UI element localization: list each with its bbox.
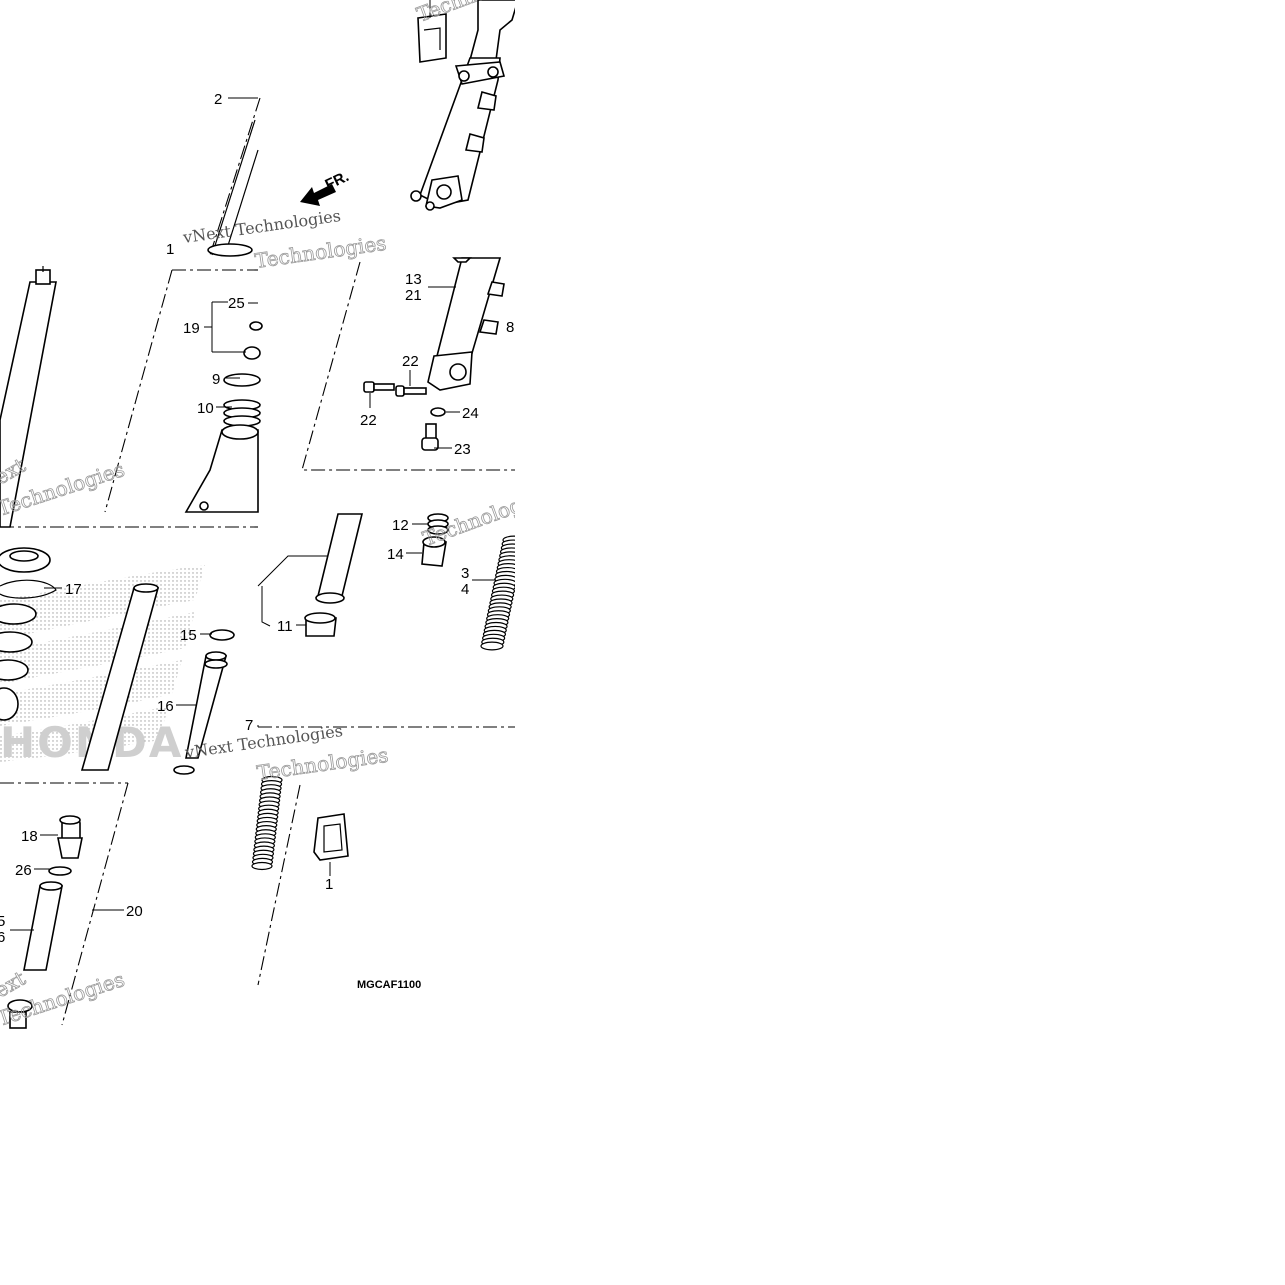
seal-stack-upper <box>184 321 263 513</box>
callout-22a: 22 <box>402 353 419 370</box>
callout-1: 1 <box>166 241 174 258</box>
callout-9: 9 <box>212 371 220 388</box>
rebound-rod-16 <box>173 629 235 775</box>
watermark-text: Technologies <box>253 231 387 273</box>
inner-tube-long <box>80 583 160 771</box>
callout-17: 17 <box>65 581 82 598</box>
bolts-group <box>363 381 446 451</box>
callout-12: 12 <box>392 517 409 534</box>
callout-26: 26 <box>15 862 32 879</box>
callout-5: 5 <box>0 913 5 930</box>
spring-coil <box>480 641 504 651</box>
callout-19: 19 <box>183 320 200 337</box>
callout-8: 8 <box>506 319 514 336</box>
damper-rod-left <box>0 266 57 528</box>
spring-coil <box>251 861 273 871</box>
inner-tube-2 <box>207 119 259 257</box>
diagram-code: MGCAF1100 <box>357 979 421 991</box>
callout-3: 3 <box>461 565 469 582</box>
front-direction-label: FR. <box>323 168 352 194</box>
callout-13: 13 <box>405 271 422 288</box>
part-1-guide <box>417 0 447 63</box>
callout-1-bottom: 1 <box>325 876 333 893</box>
callout-23: 23 <box>454 441 471 458</box>
callout-7: 7 <box>245 717 253 734</box>
fork-slider-upper <box>410 0 519 211</box>
leader-lines <box>10 97 496 931</box>
callout-21: 21 <box>405 287 422 304</box>
callout-18: 18 <box>21 828 38 845</box>
part-1-pad <box>313 813 349 861</box>
callout-22b: 22 <box>360 412 377 429</box>
front-direction-arrow: FR. <box>300 168 352 206</box>
callout-20: 20 <box>126 903 143 920</box>
callout-25: 25 <box>228 295 245 312</box>
seal-stack-lower <box>0 547 57 721</box>
callouts: 2 1 25 19 9 10 13 21 8 22 22 24 23 17 15… <box>0 91 514 946</box>
callout-10: 10 <box>197 400 214 417</box>
callout-6: 6 <box>0 929 5 946</box>
callout-14: 14 <box>387 546 404 563</box>
callout-2: 2 <box>214 91 222 108</box>
fork-slider-lower <box>427 257 505 391</box>
fork-spring-lower <box>251 775 283 871</box>
bottom-left-assembly <box>7 815 83 1029</box>
callout-24: 24 <box>462 405 479 422</box>
callout-11: 11 <box>277 618 293 635</box>
callout-15: 15 <box>180 627 197 644</box>
middle-right-assembly <box>304 513 449 637</box>
callout-16: 16 <box>157 698 174 715</box>
assembly-dash-lines <box>0 97 515 1026</box>
callout-4: 4 <box>461 581 469 598</box>
